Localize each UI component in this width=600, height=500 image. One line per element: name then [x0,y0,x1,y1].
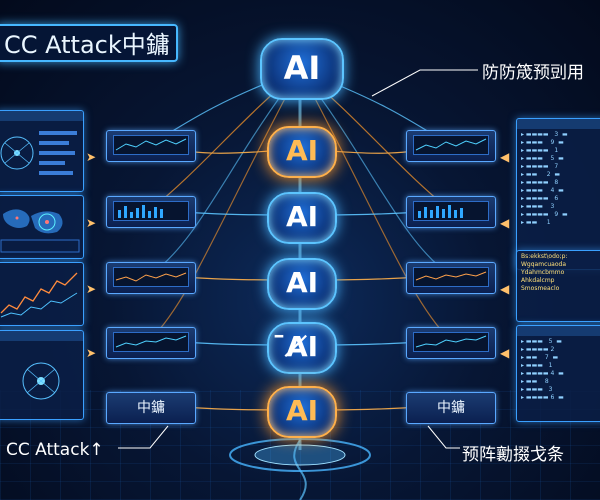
arrow-left-icon: ◀ [500,150,510,164]
callout-top-right: 防防筬预剅用 [482,63,584,83]
ai-node: ̄A̸I [267,322,337,374]
right-panel-table: ▸ ▬▬▬ 5 ▬▸ ▬▬▬▬ 2▸ ▬▬ 7 ▬ ▸ ▬▬▬ 1▸ ▬▬▬▬ … [516,325,600,422]
right-panel-data: ▸ ▬▬▬▬ 3 ▬▸ ▬▬▬ 9 ▬▸ ▬▬▬▬ 1 ▸ ▬▬▬ 5 ▬▸ ▬… [521,131,568,226]
world-map-icon [0,209,80,253]
ai-node: AI [267,258,337,310]
right-panel-log: Bs:ekkst\odo;p: Wgqamcuaoda Ydahmcbmmo A… [516,250,600,322]
ai-node: AI [267,192,337,244]
arrow-left-icon: ◀ [500,282,510,296]
right-table-data: ▸ ▬▬▬ 5 ▬▸ ▬▬▬▬ 2▸ ▬▬ 7 ▬ ▸ ▬▬▬ 1▸ ▬▬▬▬ … [521,338,564,401]
server-rack [406,262,496,294]
arrow-left-icon: ◀ [500,346,510,360]
server-rack [106,262,196,294]
log-line: Ydahmcbmmo [521,269,565,276]
arrow-right-icon: ➤ [86,150,97,164]
log-line: Smosmeaclo [521,285,560,292]
ai-node: AI [267,126,337,178]
right-panel-list: ▸ ▬▬▬▬ 3 ▬▸ ▬▬▬ 9 ▬▸ ▬▬▬▬ 1 ▸ ▬▬▬ 5 ▬▸ ▬… [516,118,600,270]
arrow-right-icon: ➤ [86,282,97,296]
server-rack [406,196,496,228]
server-rack: 中鏞 [106,392,196,424]
trend-chart-icon [0,272,78,318]
network-globe-icon [0,131,77,175]
server-label: 中鏞 [437,400,465,416]
page-title: CC Attack中鏞 [0,24,178,62]
server-rack: 中鏞 [406,392,496,424]
arrow-right-icon: ➤ [86,216,97,230]
panel-header [0,111,83,121]
ai-node: AI [267,386,337,438]
server-rack [406,130,496,162]
server-rack [106,130,196,162]
panel-header [517,119,600,129]
arrow-left-icon: ◀ [500,216,510,230]
arrow-right-icon: ➤ [86,346,97,360]
node-graph-icon [22,362,60,400]
callout-bottom-right: 预阵勷掇戈条 [462,445,564,465]
server-label: 中鏞 [137,400,165,416]
left-panel-world-map [0,195,84,259]
log-line: Ahkdalcmp [521,277,555,284]
log-line: Bs:ekkst\odo;p: [521,253,568,260]
left-panel-node-map [0,330,84,420]
right-log-list: Bs:ekkst\odo;p: Wgqamcuaoda Ydahmcbmmo A… [517,251,600,295]
left-panel-line-chart [0,262,84,326]
server-rack [106,327,196,359]
panel-header [517,326,600,336]
log-line: Wgqamcuaoda [521,261,567,268]
ai-node: AI [260,38,344,100]
panel-header [0,331,83,341]
left-panel-network [0,110,84,192]
callout-bottom-left: CC Attack↑ [6,440,104,460]
server-rack [106,196,196,228]
server-rack [406,327,496,359]
